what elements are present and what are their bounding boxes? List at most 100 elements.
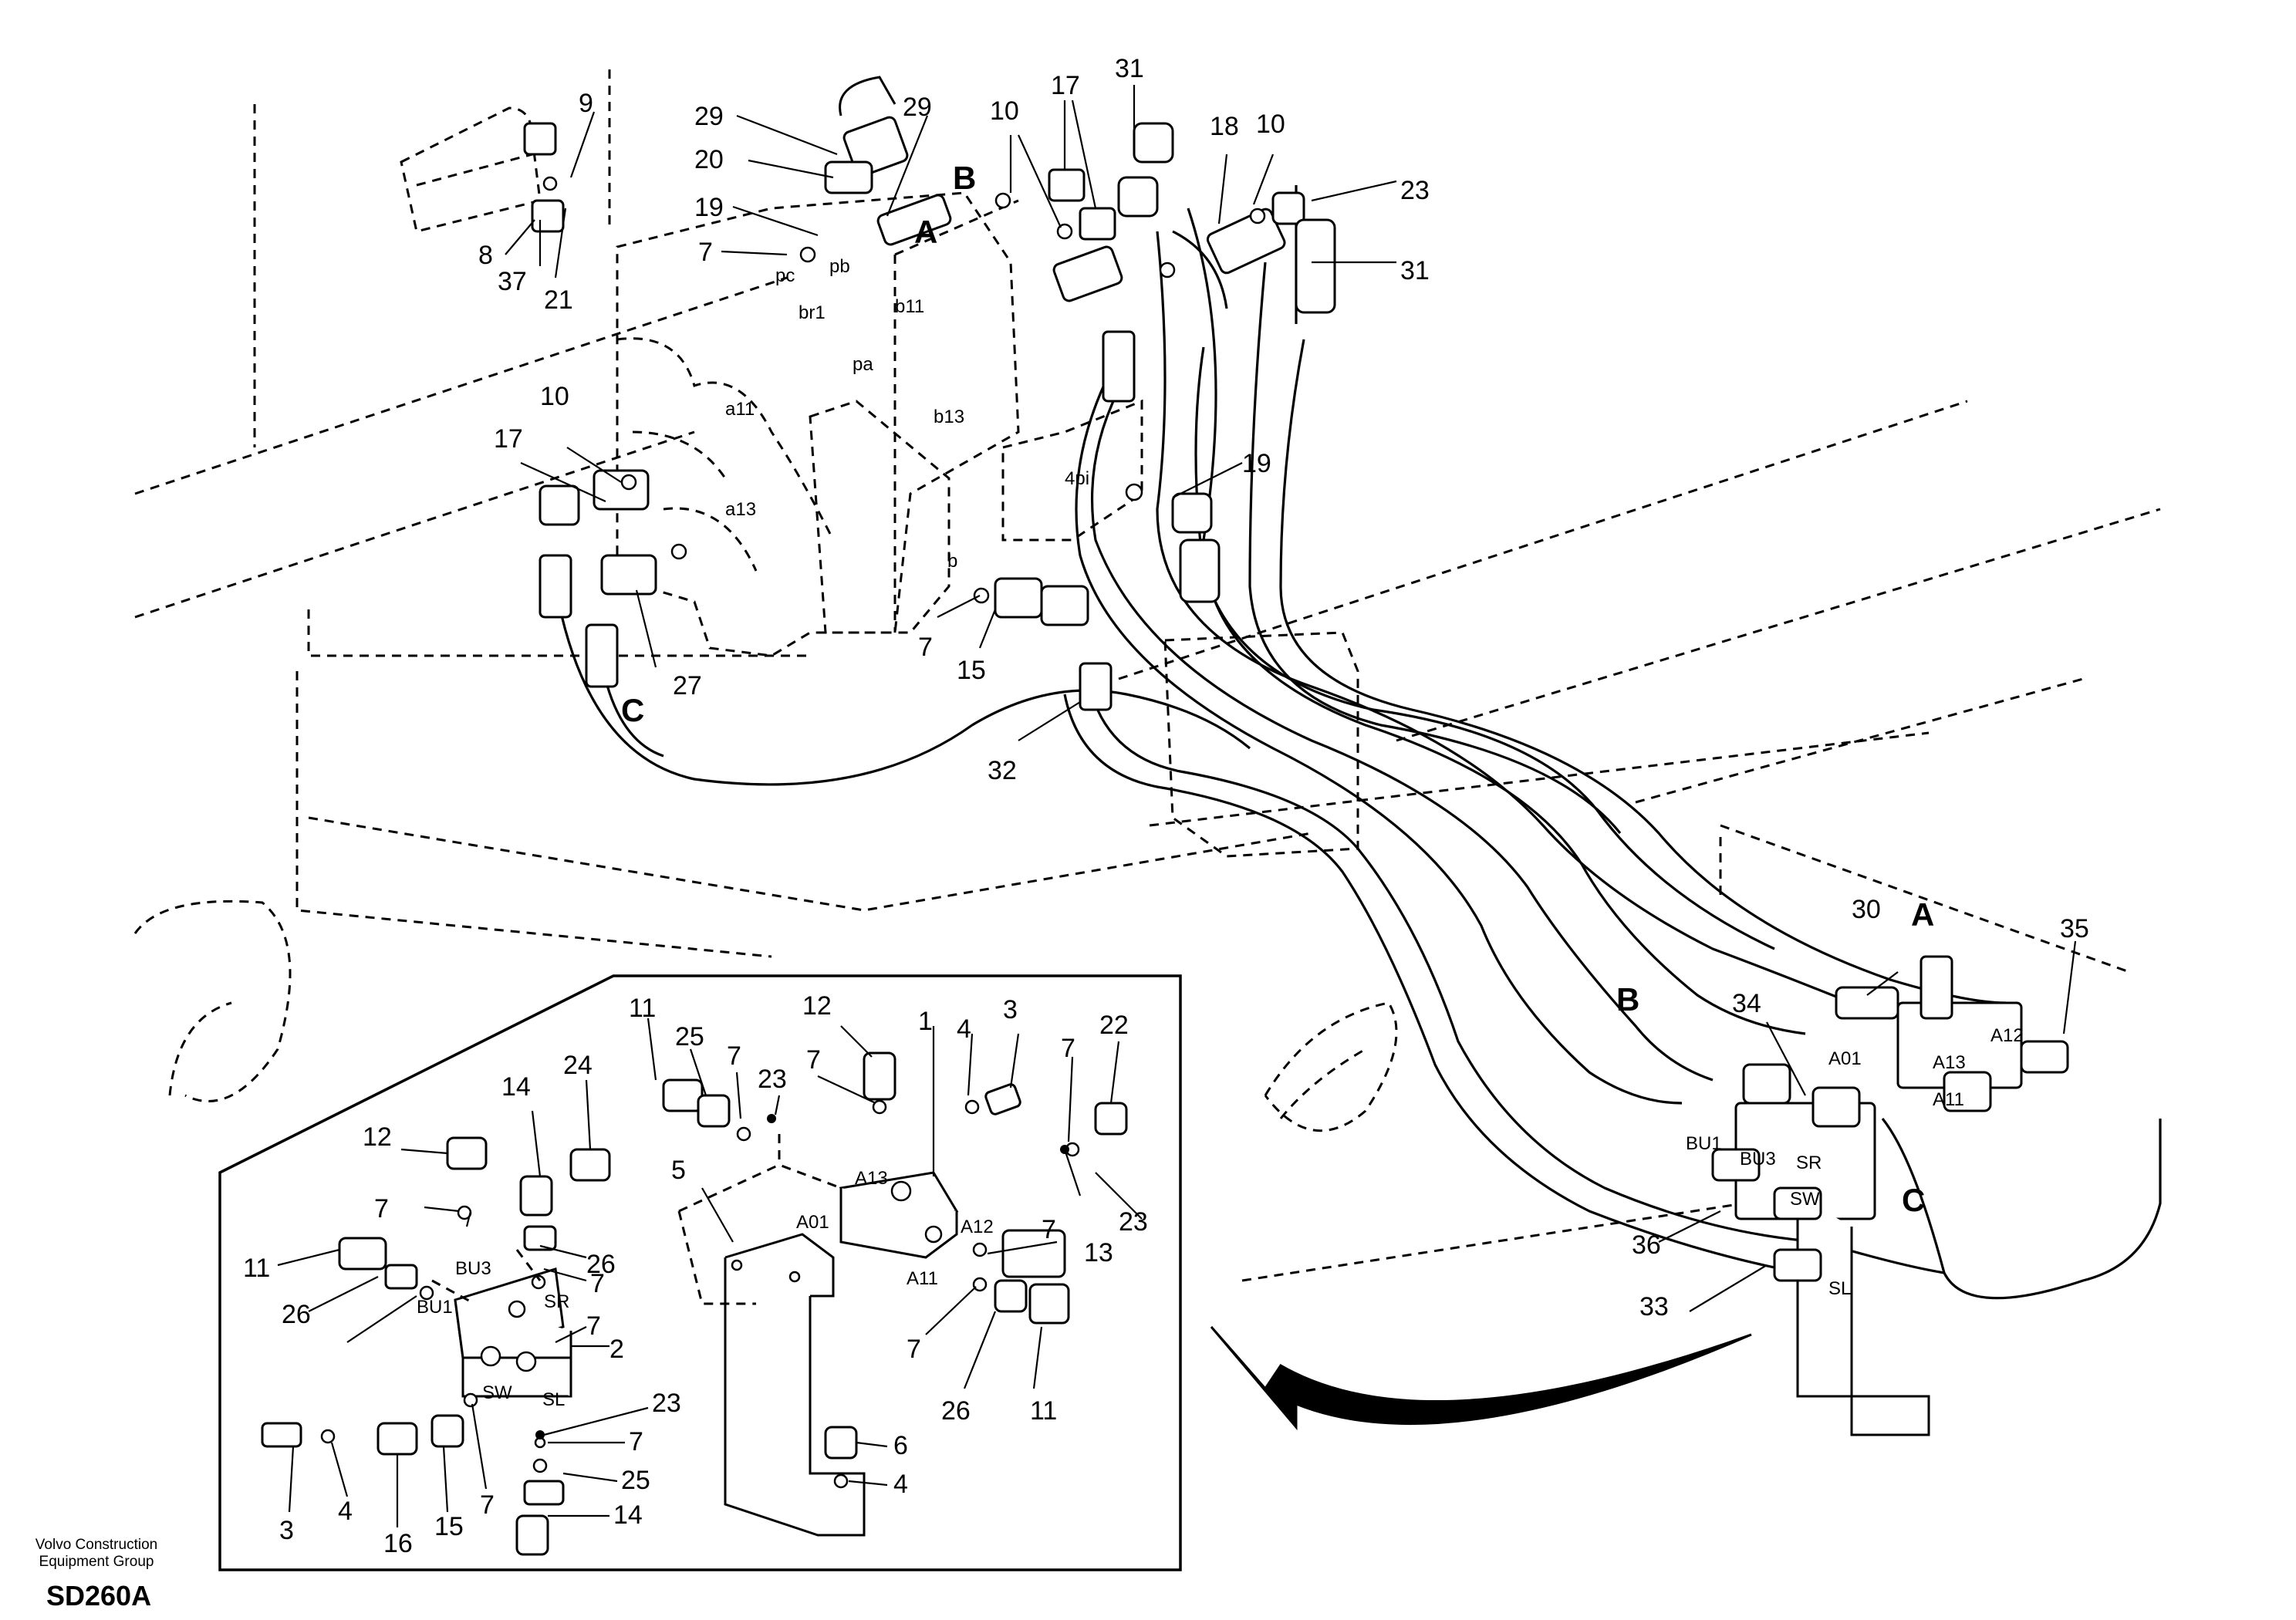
callout: 7 xyxy=(374,1194,389,1223)
leader-lines xyxy=(277,85,2077,1527)
connection-letter-c-main: C xyxy=(621,692,644,728)
port-label: A13 xyxy=(855,1168,888,1189)
callout: 6 xyxy=(893,1431,908,1460)
callout: 25 xyxy=(621,1466,650,1495)
port-label: a13 xyxy=(725,499,756,520)
connection-letter-a-right: A xyxy=(1911,896,1934,933)
callout: 16 xyxy=(383,1529,413,1558)
port-label: SR xyxy=(1796,1153,1822,1173)
footer-company-line1: Volvo Construction xyxy=(35,1537,158,1553)
callout: 33 xyxy=(1639,1292,1669,1321)
callout: 10 xyxy=(540,382,569,411)
connection-letter-c-right: C xyxy=(1902,1182,1925,1218)
port-label: A01 xyxy=(796,1212,829,1233)
callout: 17 xyxy=(494,424,523,454)
callout: 5 xyxy=(671,1156,686,1185)
port-label: A11 xyxy=(907,1268,938,1289)
port-label: SR xyxy=(544,1291,569,1312)
port-label: SW xyxy=(1790,1189,1820,1210)
callout: 30 xyxy=(1852,895,1881,924)
callout: 31 xyxy=(1400,256,1430,285)
callout: 15 xyxy=(957,656,986,685)
callout: 23 xyxy=(758,1065,787,1094)
callout: 21 xyxy=(544,285,573,315)
callout: 29 xyxy=(903,93,932,122)
port-label: SW xyxy=(482,1382,512,1403)
callout: 7 xyxy=(698,238,713,267)
port-label: br1 xyxy=(799,302,826,323)
callout: 4 xyxy=(957,1014,971,1044)
port-label: A12 xyxy=(1990,1025,2024,1046)
callout: 29 xyxy=(694,102,724,131)
hose-lines xyxy=(554,185,2162,1300)
callout: 26 xyxy=(282,1300,311,1329)
callouts-main: 9 29 29 10 17 31 18 10 23 20 19 7 8 37 2… xyxy=(478,54,2089,1321)
fittings-main xyxy=(523,76,2069,1436)
port-label: BU3 xyxy=(1740,1149,1776,1169)
callout: 3 xyxy=(279,1516,294,1545)
port-label: A13 xyxy=(1933,1052,1966,1073)
connection-letter-b-main: B xyxy=(953,160,976,196)
port-label: SL xyxy=(1828,1278,1851,1299)
footer-company: Volvo Construction Equipment Group xyxy=(23,1537,170,1571)
port-label: b xyxy=(947,551,957,572)
callout: 24 xyxy=(563,1051,593,1080)
port-label: a11 xyxy=(725,399,755,420)
callout: 27 xyxy=(673,671,702,700)
port-labels-inset: A13 A01 A12 A11 BU3 BU1 SR SW SL xyxy=(417,1168,994,1410)
callout: 34 xyxy=(1732,989,1761,1018)
callout: 14 xyxy=(613,1500,643,1530)
callout: 7 xyxy=(1061,1034,1075,1063)
callout: 19 xyxy=(1242,449,1271,478)
port-label: 4pi xyxy=(1065,468,1089,489)
port-label: SL xyxy=(542,1389,565,1410)
callout: 19 xyxy=(694,193,724,222)
callouts-inset: 11 25 7 23 12 7 1 4 3 7 22 12 14 24 7 5 … xyxy=(243,991,1148,1558)
callout: 11 xyxy=(629,994,656,1023)
callout: 4 xyxy=(338,1497,353,1526)
drawing-code: SD260A xyxy=(46,1580,152,1612)
callout: 23 xyxy=(652,1389,681,1418)
connection-letter-a-main: A xyxy=(914,214,937,250)
direction-arrow xyxy=(1210,1326,1752,1431)
port-label: b13 xyxy=(934,407,964,427)
callout: 4 xyxy=(893,1470,908,1499)
port-label: A01 xyxy=(1828,1048,1862,1069)
callout: 22 xyxy=(1099,1011,1129,1040)
callout: 14 xyxy=(501,1072,531,1102)
callout: 25 xyxy=(675,1022,704,1051)
port-labels-main: pc pb br1 b11 pa a11 b13 a13 4pi b A01 A… xyxy=(725,256,2024,1299)
callout: 7 xyxy=(1042,1215,1056,1244)
callout: 12 xyxy=(802,991,832,1021)
connection-letter-b-right: B xyxy=(1616,981,1639,1018)
footer-company-line2: Equipment Group xyxy=(39,1554,154,1570)
port-label: b11 xyxy=(895,296,924,317)
port-label: A11 xyxy=(1933,1089,1964,1110)
port-label: A12 xyxy=(961,1217,994,1237)
callout: 26 xyxy=(941,1396,971,1426)
callout: 7 xyxy=(727,1041,741,1071)
callout: 31 xyxy=(1115,54,1144,83)
callout: 7 xyxy=(590,1269,605,1298)
callout: 10 xyxy=(990,96,1019,126)
callout: 17 xyxy=(1051,71,1080,100)
callout: 20 xyxy=(694,145,724,174)
callout: 2 xyxy=(609,1335,624,1364)
port-label: pc xyxy=(775,265,795,286)
callout: 15 xyxy=(434,1512,464,1541)
callout: 37 xyxy=(498,267,527,296)
port-label: pb xyxy=(829,256,850,277)
detail-inset xyxy=(218,974,1182,1571)
callout: 23 xyxy=(1119,1207,1148,1237)
connection-letters: A B C A B C xyxy=(621,160,1934,1218)
port-label: pa xyxy=(853,354,873,375)
callout: 36 xyxy=(1632,1230,1661,1260)
callout: 11 xyxy=(1030,1396,1057,1426)
port-label: BU3 xyxy=(455,1258,491,1279)
callout: 12 xyxy=(363,1122,392,1152)
callout: 32 xyxy=(988,756,1017,785)
callout: 7 xyxy=(480,1490,495,1520)
callout: 23 xyxy=(1400,176,1430,205)
callout: 7 xyxy=(918,633,933,662)
